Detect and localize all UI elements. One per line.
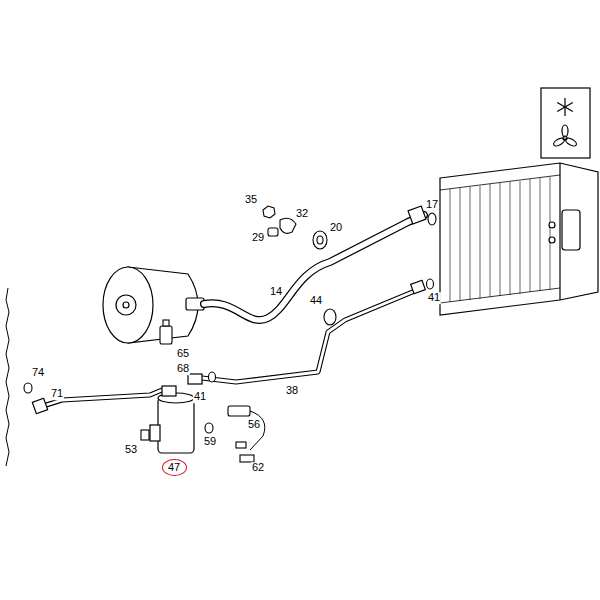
- small-parts: [228, 406, 250, 416]
- small-parts: [280, 218, 296, 233]
- callout-number: 62: [251, 462, 265, 474]
- evaporator: [559, 163, 560, 300]
- callout-number: 41: [193, 391, 207, 403]
- evaporator: [440, 175, 560, 303]
- callout-number: 41: [427, 292, 441, 304]
- callout-number: 59: [203, 436, 217, 448]
- callout-number: 65: [176, 348, 190, 360]
- evaporator: [562, 210, 580, 250]
- receiver-drier: [150, 374, 202, 453]
- firewall-edge: [6, 288, 9, 466]
- hose-14: [408, 206, 426, 224]
- hose-14: [204, 215, 424, 320]
- small-parts: [209, 372, 216, 382]
- callout-number: 44: [309, 295, 323, 307]
- callout-number: 74: [31, 367, 45, 379]
- callout-number: 56: [247, 419, 261, 431]
- evaporator: [450, 177, 550, 302]
- evaporator: [549, 222, 555, 228]
- small-parts: [205, 423, 213, 433]
- small-parts: [236, 442, 246, 448]
- callout-number: 29: [251, 232, 265, 244]
- callout-number: 35: [244, 194, 258, 206]
- small-parts: [317, 236, 323, 244]
- receiver-drier: [158, 398, 194, 453]
- mode-icons: [541, 88, 590, 158]
- compressor: [103, 267, 153, 343]
- hose-14: [204, 215, 424, 320]
- callout-number: 71: [50, 388, 64, 400]
- small-parts: [427, 279, 434, 289]
- callout-number: 68: [176, 363, 190, 375]
- evaporator: [549, 237, 555, 243]
- hose-14: [204, 206, 426, 320]
- small-parts: [141, 430, 149, 440]
- pipe-38: [202, 288, 422, 382]
- receiver-drier: [162, 386, 176, 396]
- firewall-edge: [6, 288, 9, 466]
- small-parts: [313, 231, 327, 249]
- compressor: [123, 302, 129, 308]
- small-parts: [160, 326, 172, 344]
- callout-number: 47: [168, 462, 180, 473]
- evaporator: [450, 177, 550, 302]
- small-parts: [324, 309, 336, 325]
- receiver-drier: [188, 374, 202, 384]
- mode-icons: [562, 125, 568, 137]
- callout-number: 32: [295, 208, 309, 220]
- pipe-38: [202, 280, 425, 382]
- highlight-circle: 47: [162, 459, 187, 476]
- pipe-38: [411, 280, 426, 294]
- compressor: [103, 267, 204, 343]
- callout-number: 14: [269, 286, 283, 298]
- evaporator: [440, 163, 598, 315]
- callout-number: 17: [425, 199, 439, 211]
- small-parts: [263, 206, 275, 218]
- small-parts: [24, 383, 32, 393]
- mode-icons: [557, 103, 573, 112]
- callout-number: 20: [329, 222, 343, 234]
- callout-number: 38: [285, 385, 299, 397]
- small-parts: [24, 206, 436, 462]
- callout-number: 53: [124, 444, 138, 456]
- mode-icons: [557, 103, 573, 112]
- receiver-drier: [150, 425, 160, 441]
- small-parts: [163, 320, 169, 326]
- small-parts: [268, 228, 278, 236]
- mode-icons: [552, 136, 565, 147]
- pipe-38: [202, 288, 422, 382]
- small-parts: [428, 213, 436, 225]
- mode-icons: [541, 88, 590, 158]
- compressor: [116, 295, 136, 315]
- small-parts: [240, 455, 254, 462]
- mode-icons: [564, 136, 577, 147]
- evaporator: [440, 163, 598, 315]
- pipe-71: [32, 398, 47, 413]
